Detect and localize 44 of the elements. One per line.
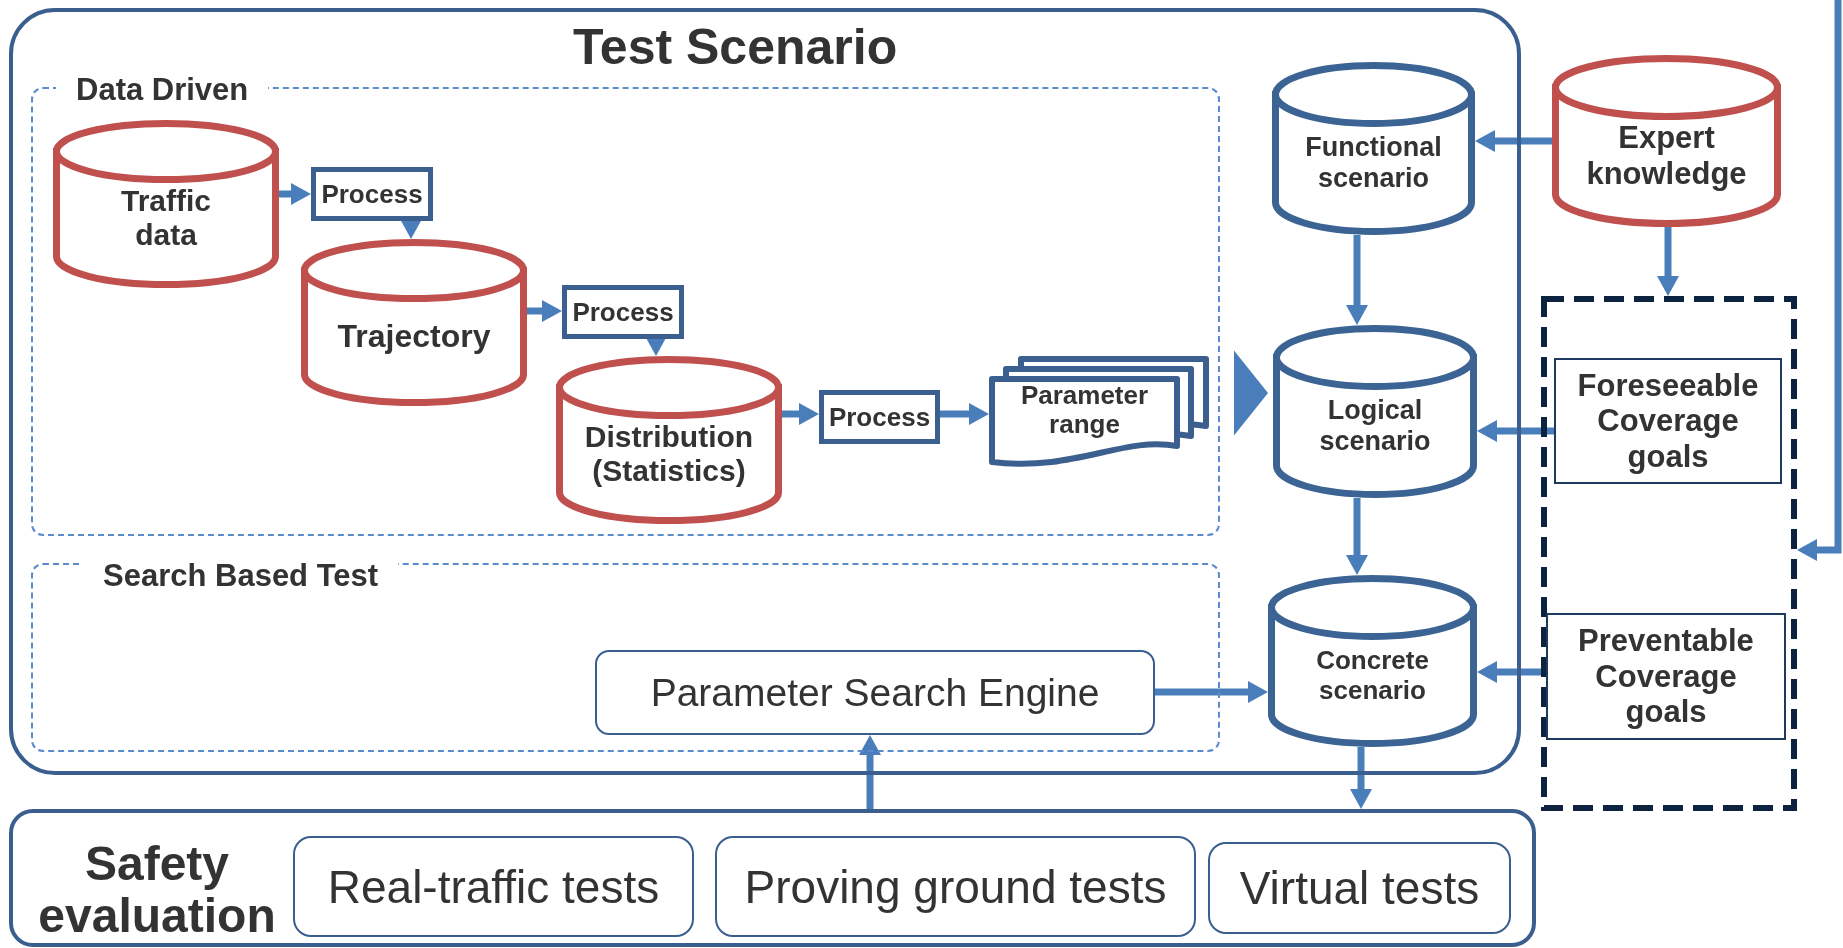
arrow — [859, 735, 881, 809]
goal-box — [1554, 358, 1782, 484]
cylinder-label: Concrete scenario — [1315, 645, 1430, 706]
engine-box — [595, 650, 1155, 735]
cylinder-label: Trajectory — [337, 318, 491, 355]
database-cylinder — [1273, 325, 1477, 498]
database-cylinder — [53, 120, 279, 288]
database-cylinder — [556, 356, 782, 524]
document-label: Parameter range — [1019, 381, 1150, 439]
database-cylinder — [1552, 55, 1781, 227]
process-label: Process — [321, 181, 423, 207]
test-box — [1208, 842, 1511, 934]
arrow — [1155, 681, 1268, 703]
goal-label: Preventable Coverage goals — [1577, 623, 1755, 730]
process-box — [311, 167, 433, 221]
panel-title: Test Scenario — [573, 22, 898, 72]
process-label: Process — [828, 404, 931, 430]
test-box — [293, 836, 694, 937]
process-label: Process — [572, 299, 674, 325]
document-stack — [989, 356, 1210, 470]
database-cylinder — [1272, 62, 1475, 235]
arrow — [940, 403, 989, 425]
arrow — [1477, 420, 1554, 442]
cylinder-label: Logical scenario — [1318, 394, 1432, 458]
database-cylinder — [1268, 575, 1477, 747]
test-box — [715, 836, 1196, 937]
arrow — [1797, 0, 1842, 561]
cylinder-label: Expert knowledge — [1585, 119, 1748, 192]
engine-label: Parameter Search Engine — [650, 673, 1100, 712]
goal-box — [1546, 613, 1786, 740]
test-label: Virtual tests — [1239, 865, 1480, 911]
process-box — [562, 285, 684, 339]
cylinder-label: Traffic data — [120, 183, 212, 253]
process-box — [819, 390, 940, 444]
evaluation-panel — [9, 809, 1536, 947]
arrow — [400, 219, 422, 239]
scenario-panel — [9, 8, 1521, 775]
goal-label: Foreseeable Coverage goals — [1576, 367, 1760, 475]
coverage-group — [1541, 296, 1797, 811]
cylinder-label: Distribution (Statistics) — [583, 419, 755, 489]
database-cylinder — [301, 239, 527, 406]
test-label: Real-traffic tests — [327, 863, 660, 910]
panel-heading: Safety evaluation — [37, 838, 277, 942]
cylinder-label: Functional scenario — [1304, 131, 1443, 195]
